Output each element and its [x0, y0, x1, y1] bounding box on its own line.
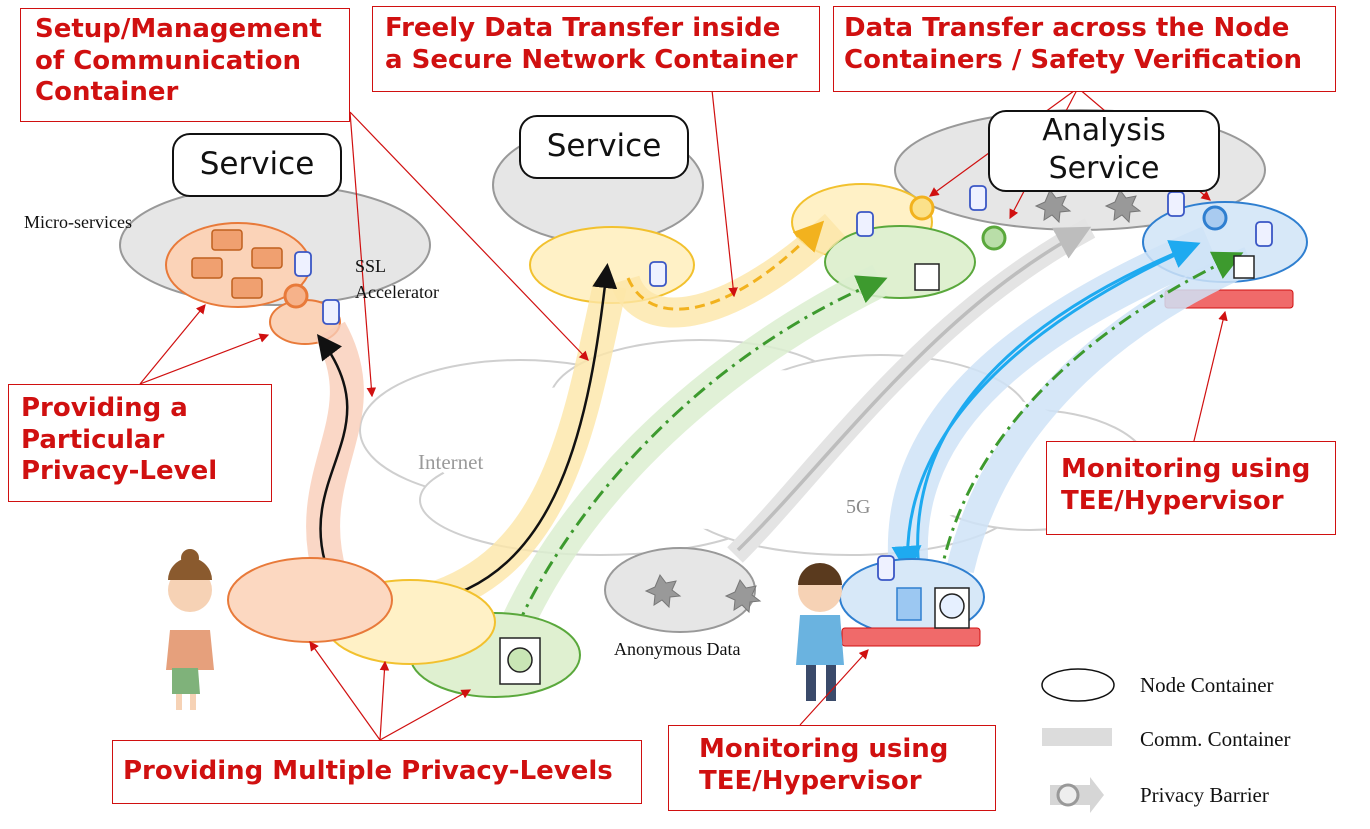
callout-freely-line2: a Secure Network Container	[385, 44, 798, 75]
callout-particular-privacy-level: Providing a Particular Privacy-Level	[8, 384, 272, 502]
user-orange-container	[227, 557, 393, 643]
blue-comm-container-2	[946, 247, 1256, 574]
callout-across-line2: Containers / Safety Verification	[844, 44, 1303, 75]
callout-monitor-right-line2: TEE/Hypervisor	[1061, 485, 1284, 516]
micro-service-boxes	[191, 229, 283, 299]
callout-setup-line3: Container	[35, 77, 179, 108]
callout-monitor-bottom-line2: TEE/Hypervisor	[699, 765, 922, 796]
scroll-icon	[294, 185, 1273, 581]
left-service-label: Service	[199, 146, 315, 182]
legend-node-swatch	[1041, 668, 1115, 702]
green-flow-arrow	[516, 275, 888, 626]
orange-comm-container	[306, 321, 364, 580]
callout-monitoring-bottom: Monitoring using TEE/Hypervisor	[668, 725, 996, 811]
callout-multiple-line: Providing Multiple Privacy-Levels	[123, 756, 613, 786]
callout-setup-line2: of Communication	[35, 45, 301, 76]
legend-barrier-swatch	[1050, 777, 1104, 813]
internet-label: Internet	[418, 450, 484, 474]
callout-particular-line1: Providing a	[21, 393, 188, 423]
cyan-flow-up-arrow	[916, 240, 1201, 579]
middle-service-box: Service	[519, 115, 689, 179]
middle-service-label: Service	[546, 128, 662, 164]
callout-monitoring-right: Monitoring using TEE/Hypervisor	[1046, 441, 1336, 535]
five-g-label: 5G	[846, 496, 871, 518]
yellow-transfer-arrow	[626, 220, 825, 311]
callout-across-line1: Data Transfer across the Node	[844, 13, 1290, 43]
man-user-figure	[796, 563, 844, 701]
legend-comm-label: Comm. Container	[1140, 727, 1291, 751]
face-id-icon	[499, 255, 1255, 685]
callout-monitor-right-line1: Monitoring using	[1061, 454, 1311, 484]
micro-services-label: Micro-services	[24, 212, 132, 232]
anonymous-data-label: Anonymous Data	[614, 639, 741, 659]
analysis-service-label-line2: Service	[1048, 151, 1160, 186]
anonymous-burst-icons	[644, 189, 1142, 614]
callout-particular-line3: Privacy-Level	[21, 456, 218, 487]
callout-data-transfer-across: Data Transfer across the Node Containers…	[833, 6, 1336, 92]
legend-node-label: Node Container	[1140, 673, 1274, 697]
callout-setup-line1: Setup/Management	[35, 14, 322, 44]
callout-setup-management: Setup/Management of Communication Contai…	[20, 8, 350, 122]
left-service-box: Service	[172, 133, 342, 197]
legend-comm-swatch	[1042, 728, 1112, 746]
yellow-flow-arrow	[421, 263, 618, 605]
callout-particular-line2: Particular	[21, 424, 165, 455]
anonymous-data-node	[604, 547, 756, 633]
gray-flow-arrow	[736, 226, 1092, 552]
green-flow-to-blue-arrow	[938, 251, 1244, 579]
privacy-barrier-icon	[283, 195, 1228, 309]
woman-user-figure	[166, 549, 214, 710]
ssl-accelerator-label: Accelerator	[355, 282, 439, 302]
callout-freely-line1: Freely Data Transfer inside	[385, 13, 781, 43]
callout-monitor-bottom-line1: Monitoring using	[699, 734, 949, 764]
orange-flow-arrow	[316, 334, 349, 563]
yellow-comm-container-across	[610, 213, 846, 328]
cyan-flow-down-arrow	[891, 246, 1191, 576]
callout-multiple-privacy-levels: Providing Multiple Privacy-Levels	[112, 740, 642, 804]
analysis-service-box: Analysis Service	[988, 110, 1220, 192]
callout-freely-data-transfer: Freely Data Transfer inside a Secure Net…	[372, 6, 820, 92]
legend-barrier-label: Privacy Barrier	[1140, 783, 1269, 807]
analysis-service-label-line1: Analysis	[1042, 113, 1166, 148]
ssl-label: SSL	[355, 256, 387, 276]
tee-bar-bottom	[841, 627, 981, 647]
